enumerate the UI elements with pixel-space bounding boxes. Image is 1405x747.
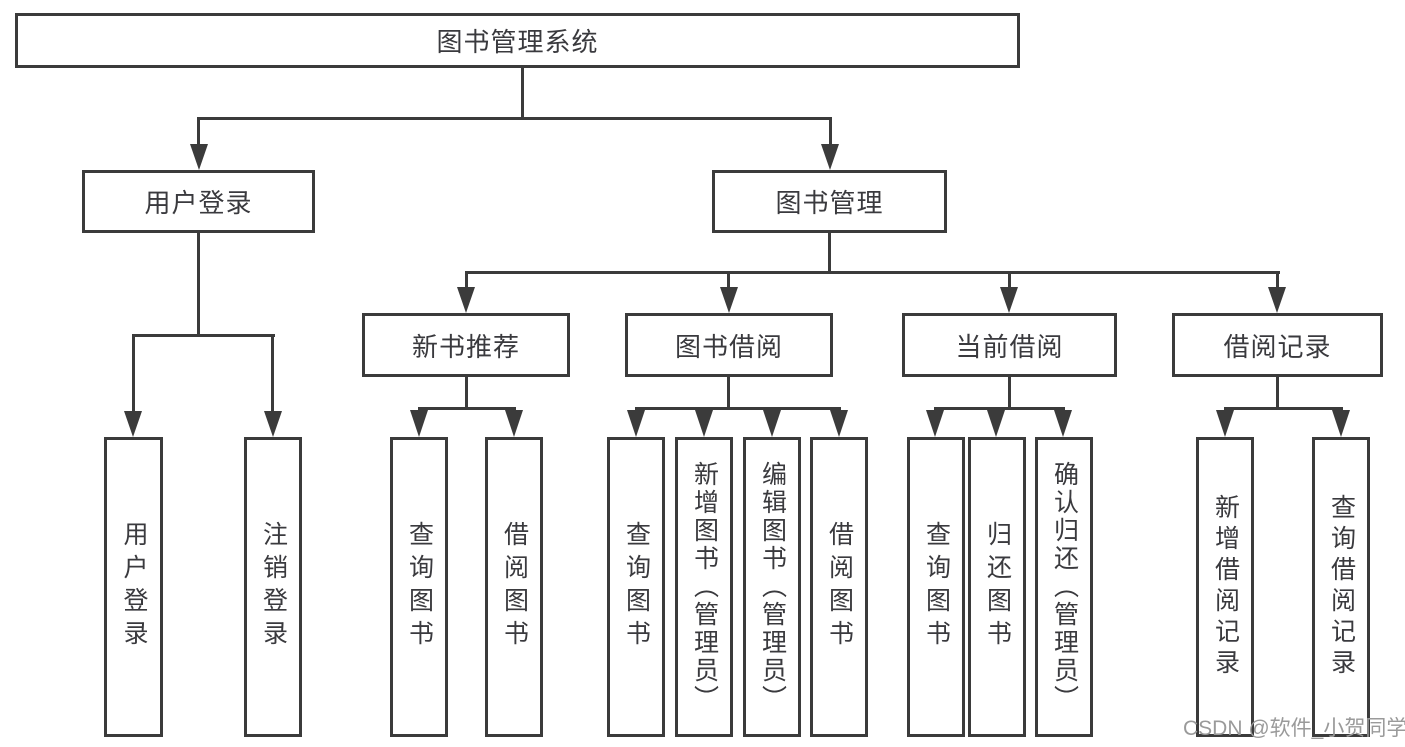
node-label: 新书推荐 — [411, 331, 520, 362]
leaf-label: 用户登录 — [120, 521, 148, 653]
node-label: 当前借阅 — [955, 331, 1064, 362]
leaf-edit-books-admin: 编辑图书（管理员） — [743, 437, 801, 737]
connector-line — [521, 68, 524, 118]
leaf-label: 新增图书（管理员） — [690, 461, 719, 713]
arrow-down — [987, 410, 1005, 437]
leaf-query-books-recommend: 查询图书 — [390, 437, 448, 737]
connector-line — [271, 334, 274, 412]
connector-line — [934, 407, 1065, 410]
leaf-label: 查询图书 — [405, 521, 434, 653]
leaf-add-borrow-record: 新增借阅记录 — [1196, 437, 1254, 737]
leaf-borrow-books: 借阅图书 — [810, 437, 868, 737]
watermark: CSDN @软件_小贺同学 — [1183, 717, 1405, 740]
connector-line — [1008, 377, 1011, 408]
connector-line — [1224, 407, 1343, 410]
connector-line — [418, 407, 516, 410]
leaf-query-books-current: 查询图书 — [907, 437, 965, 737]
leaf-label: 查询图书 — [622, 521, 651, 653]
node-user-login: 用户登录 — [82, 170, 315, 233]
connector-line — [727, 377, 730, 408]
connector-line — [1276, 377, 1279, 408]
leaf-label: 借阅图书 — [500, 521, 529, 653]
connector-line — [132, 334, 275, 337]
node-label: 图书管理系统 — [436, 27, 599, 57]
arrow-down — [1216, 410, 1234, 437]
arrow-down — [264, 411, 282, 437]
arrow-down — [695, 410, 713, 437]
arrow-down — [1000, 287, 1018, 313]
node-borrowing-records: 借阅记录 — [1172, 313, 1383, 377]
connector-line — [727, 271, 730, 287]
connector-line — [197, 233, 200, 335]
connector-line — [132, 334, 135, 412]
node-book-borrowing: 图书借阅 — [625, 313, 833, 377]
connector-line — [1008, 271, 1011, 287]
node-label: 用户登录 — [144, 188, 253, 218]
connector-line — [829, 117, 832, 144]
arrow-down — [720, 287, 738, 313]
node-current-borrowing: 当前借阅 — [902, 313, 1117, 377]
connector-line — [465, 271, 1280, 274]
connector-line — [1276, 271, 1279, 287]
leaf-label: 确认归还（管理员） — [1050, 461, 1079, 713]
leaf-label: 注销登录 — [259, 521, 288, 653]
arrow-down — [627, 410, 645, 437]
arrow-down — [410, 410, 428, 437]
leaf-label: 新增借阅记录 — [1211, 494, 1240, 680]
arrow-down — [505, 410, 523, 437]
leaf-label: 归还图书 — [983, 521, 1012, 653]
arrow-down — [190, 144, 208, 170]
leaf-label: 借阅图书 — [825, 521, 854, 653]
arrow-down — [763, 410, 781, 437]
connector-line — [828, 233, 831, 272]
node-book-management: 图书管理 — [712, 170, 947, 233]
arrow-down — [830, 410, 848, 437]
leaf-add-books-admin: 新增图书（管理员） — [675, 437, 733, 737]
arrow-down — [1332, 410, 1350, 437]
node-label: 图书借阅 — [674, 331, 783, 362]
leaf-return-books: 归还图书 — [968, 437, 1026, 737]
arrow-down — [1268, 287, 1286, 313]
leaf-logout: 注销登录 — [244, 437, 302, 737]
arrow-down — [457, 287, 475, 313]
leaf-query-borrow-record: 查询借阅记录 — [1312, 437, 1370, 737]
connector-line — [465, 271, 468, 287]
connector-line — [465, 377, 468, 408]
arrow-down — [821, 144, 839, 170]
connector-line — [635, 407, 841, 410]
connector-line — [197, 117, 200, 144]
connector-line — [197, 117, 832, 120]
node-label: 图书管理 — [775, 188, 884, 218]
leaf-label: 查询图书 — [922, 521, 951, 653]
leaf-borrow-books-recommend: 借阅图书 — [485, 437, 543, 737]
leaf-user-login: 用户登录 — [104, 437, 163, 737]
leaf-label: 查询借阅记录 — [1327, 494, 1356, 680]
leaf-label: 编辑图书（管理员） — [758, 461, 787, 713]
arrow-down — [926, 410, 944, 437]
arrow-down — [1054, 410, 1072, 437]
leaf-confirm-return-admin: 确认归还（管理员） — [1035, 437, 1093, 737]
node-library-system: 图书管理系统 — [15, 13, 1020, 68]
arrow-down — [124, 411, 142, 437]
node-new-book-recommendation: 新书推荐 — [362, 313, 570, 377]
node-label: 借阅记录 — [1223, 331, 1332, 362]
leaf-query-books-borrowing: 查询图书 — [607, 437, 665, 737]
